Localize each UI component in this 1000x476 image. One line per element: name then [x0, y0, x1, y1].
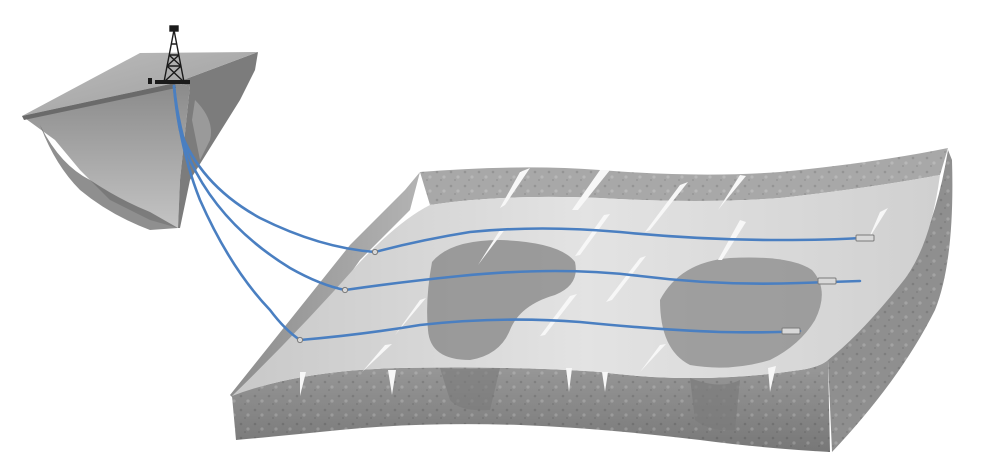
lateral-well-2	[172, 84, 862, 292]
formation-left-face	[230, 172, 420, 405]
platform-underside	[22, 83, 190, 228]
reservoir-zone-2	[660, 257, 822, 368]
lateral-well-3	[172, 84, 802, 342]
well-end-markers	[296, 234, 875, 344]
platform-top	[22, 52, 258, 116]
shale-formation-block	[230, 148, 953, 452]
well-paths	[172, 84, 862, 342]
surface-platform	[22, 52, 258, 230]
drilling-rig-icon	[148, 25, 190, 84]
lateral-well-1	[172, 84, 862, 254]
